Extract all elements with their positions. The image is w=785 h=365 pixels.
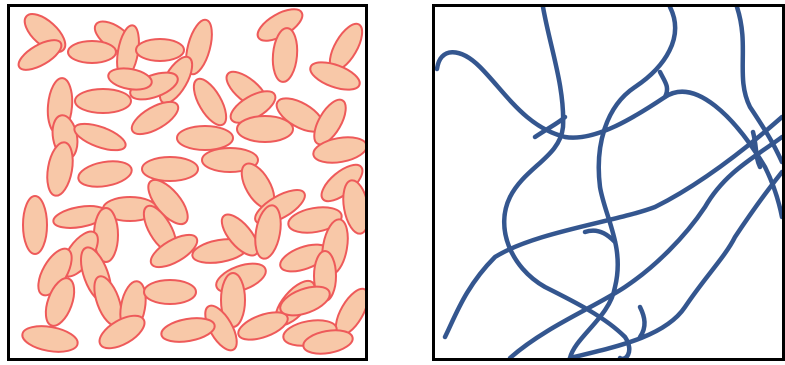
particle-ellipse xyxy=(23,196,47,254)
particle-ellipse xyxy=(187,74,232,130)
particle-ellipse xyxy=(177,126,233,150)
polymer-chain xyxy=(660,72,667,97)
particle-ellipse xyxy=(20,322,79,355)
particle-ellipse xyxy=(127,95,183,140)
particle-drawing xyxy=(10,7,365,358)
chain-network-drawing xyxy=(435,7,782,358)
polymer-chain xyxy=(437,52,782,217)
particle-panel xyxy=(7,4,368,361)
particle-ellipse xyxy=(71,118,129,155)
particle-ellipse xyxy=(75,89,131,113)
polymer-chain xyxy=(570,7,675,358)
polymer-chain xyxy=(640,307,645,337)
particle-ellipse xyxy=(142,157,198,181)
particle-ellipse xyxy=(68,41,116,63)
particle-ellipse xyxy=(107,65,154,92)
particle-ellipse xyxy=(160,314,217,345)
particle-ellipse xyxy=(136,39,184,61)
particle-ellipse xyxy=(43,140,76,197)
particle-ellipse xyxy=(251,203,284,260)
particle-ellipse xyxy=(144,280,196,304)
particle-ellipse xyxy=(76,157,133,190)
network-panel xyxy=(432,4,785,361)
